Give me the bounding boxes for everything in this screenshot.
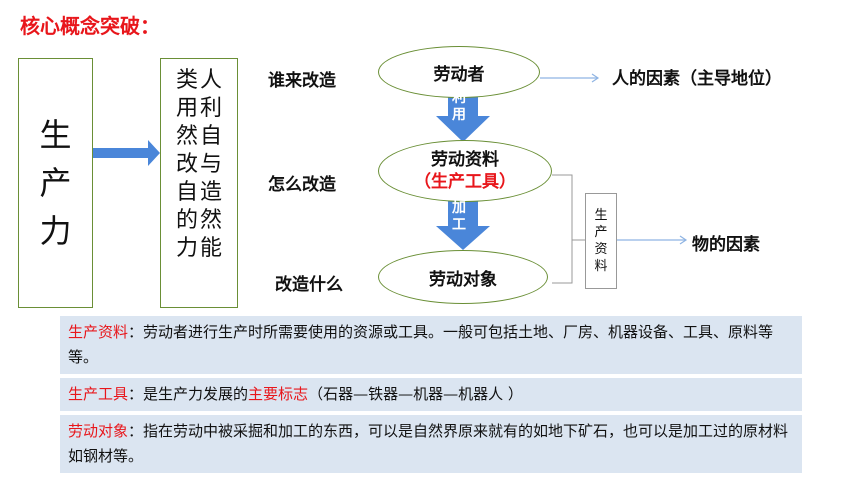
page-title: 核心概念突破： [20,14,160,38]
productivity-char: 生 [39,116,72,154]
means-char: 料 [594,259,608,274]
material-factor: 物的因素 [692,235,760,255]
productivity-arrow [93,140,160,166]
ability-char: 用 [175,96,198,121]
laborer-label: 劳动者 [433,64,485,85]
ability-char: 造 [200,180,223,205]
question-who: 谁来改造 [268,71,336,91]
means-char: 生 [594,208,608,223]
definition-text: 劳动者进行生产时所需要使用的资源或工具。一般可包括土地、厂房、机器设备、工具、原… [68,323,774,366]
use-char: 利 [452,90,466,106]
process-arrow [436,193,490,250]
means-bracket [552,174,573,284]
ability-column-2: 类 用 然 改 自 的 力 [176,67,198,307]
ability-char: 然 [175,124,198,149]
ability-char: 自 [175,180,198,205]
material-label: 劳动资料 [431,150,499,170]
productivity-char: 产 [39,164,72,202]
definition-highlight: 主要标志 [248,385,309,403]
process-arrow-label: 加 工 [452,200,466,234]
definition-sep: ： [128,323,144,341]
human-factor: 人的因素（主导地位） [612,69,782,89]
ability-char: 利 [200,96,223,121]
productivity-char: 力 [39,212,72,250]
question-how: 怎么改造 [268,175,336,195]
definition-production-tools: 生产工具：是生产力发展的主要标志（石器—铁器—机器—机器人 ） [60,378,802,411]
ability-char: 类 [175,68,198,93]
ability-column-1: 人 利 自 与 造 然 能 [200,67,222,307]
definition-term: 生产资料 [68,323,129,341]
object-node: 劳动对象 [378,250,548,304]
ability-char: 自 [200,124,223,149]
ability-char: 与 [200,152,223,177]
use-arrow [436,84,490,142]
definition-means-of-production: 生产资料：劳动者进行生产时所需要使用的资源或工具。一般可包括土地、厂房、机器设备… [60,316,802,374]
ability-char: 的 [175,208,198,233]
ability-char: 力 [175,236,198,261]
means-char: 产 [594,225,608,240]
definition-text: （石器—铁器—机器—机器人 ） [308,385,523,403]
ability-char: 能 [200,236,223,261]
means-char: 资 [594,242,608,257]
question-what: 改造什么 [275,275,343,295]
ability-box: 人 利 自 与 造 然 能 类 用 然 改 自 的 力 [160,58,238,308]
object-label: 劳动对象 [429,269,497,290]
definition-text: 是生产力发展的 [143,385,249,403]
human-factor-arrowhead [591,73,600,83]
productivity-box: 生 产 力 [18,58,93,308]
means-of-production-box: 生 产 资 料 [585,193,617,289]
process-char: 工 [452,217,466,233]
definition-term: 劳动对象 [68,422,129,440]
definition-sep: ： [128,422,144,440]
definition-term: 生产工具 [68,385,129,403]
ability-char: 人 [200,68,223,93]
definition-text: 指在劳动中被采掘和加工的东西，可以是自然界原来就有的如地下矿石，也可以是加工过的… [68,422,789,465]
use-arrow-label: 利 用 [452,90,466,124]
ability-char: 改 [175,152,198,177]
use-char: 用 [452,107,466,123]
tool-label: （生产工具） [414,172,516,192]
material-node: 劳动资料 （生产工具） [378,140,552,202]
process-char: 加 [452,200,466,216]
material-factor-arrowhead [679,235,688,245]
definition-sep: ： [128,385,144,403]
ability-char: 然 [200,208,223,233]
laborer-node: 劳动者 [378,46,540,98]
definition-labor-object: 劳动对象：指在劳动中被采掘和加工的东西，可以是自然界原来就有的如地下矿石，也可以… [60,415,802,473]
